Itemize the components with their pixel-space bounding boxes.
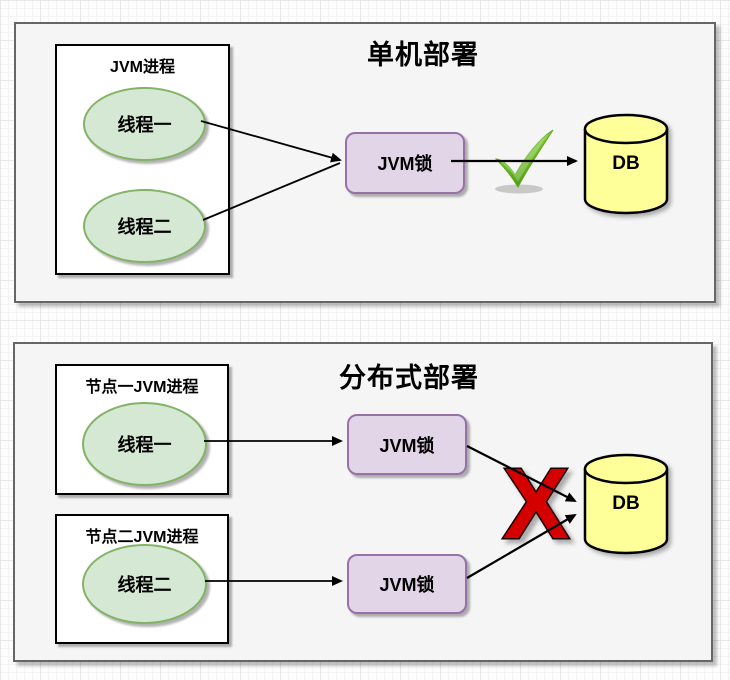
jvm-process-box: JVM进程 线程一 线程二 xyxy=(55,44,230,275)
distributed-deployment-panel: 分布式部署 节点一JVM进程 线程一 节点二JVM进程 线程二 JVM锁 JVM… xyxy=(13,342,713,662)
standalone-panel-title: 单机部署 xyxy=(367,40,479,70)
database-cylinder: DB xyxy=(583,453,669,555)
node2-jvm-process-box: 节点二JVM进程 线程二 xyxy=(55,514,229,644)
node1-thread-1-ellipse: 线程一 xyxy=(82,402,207,486)
thread-1-ellipse: 线程一 xyxy=(83,87,206,161)
jvm-lock-box-node1: JVM锁 xyxy=(347,414,467,475)
jvm-process-label: JVM进程 xyxy=(110,59,175,76)
jvm-lock-box: JVM锁 xyxy=(345,132,465,194)
thread-2-ellipse: 线程二 xyxy=(83,189,206,263)
node2-jvm-process-label: 节点二JVM进程 xyxy=(85,529,199,546)
db-label: DB xyxy=(612,493,639,514)
check-mark-icon xyxy=(494,129,554,194)
db-label: DB xyxy=(612,153,639,174)
standalone-deployment-panel: 单机部署 JVM进程 线程一 线程二 JVM锁 DB xyxy=(14,22,716,303)
database-cylinder: DB xyxy=(583,113,669,215)
node1-jvm-process-box: 节点一JVM进程 线程一 xyxy=(55,364,229,495)
node1-jvm-process-label: 节点一JVM进程 xyxy=(85,379,199,396)
node2-thread-2-ellipse: 线程二 xyxy=(82,544,207,624)
cross-glyph: X xyxy=(503,450,570,554)
distributed-panel-title: 分布式部署 xyxy=(339,363,479,393)
cross-mark-icon: X xyxy=(501,450,571,554)
jvm-lock-box-node2: JVM锁 xyxy=(347,554,467,614)
